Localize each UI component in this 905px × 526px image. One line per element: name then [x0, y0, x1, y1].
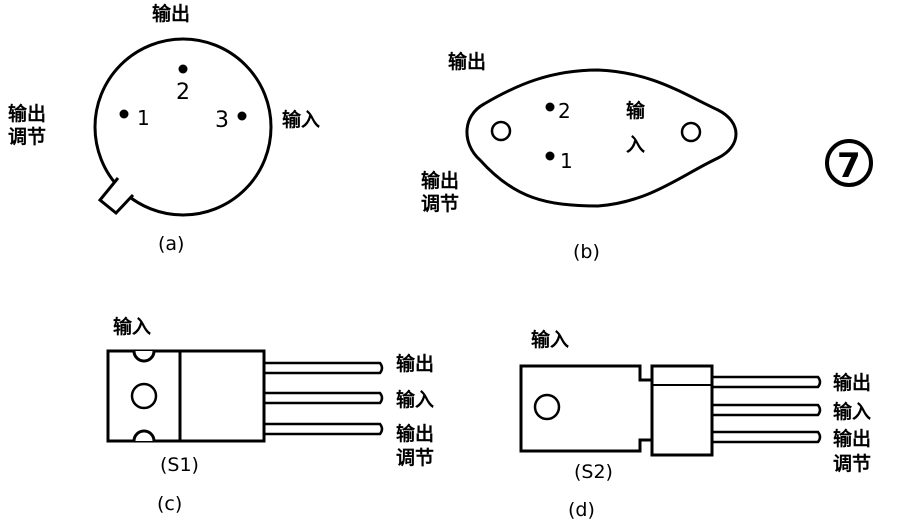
package-c-notch-top	[132, 350, 156, 363]
package-a-pin2-dot	[178, 64, 188, 74]
package-a-pin1-dot	[119, 109, 129, 119]
package-b-right-label-2: 入	[626, 134, 645, 156]
package-b-pin2-label: 2	[558, 99, 571, 123]
package-d-pin-top-label: 输出	[833, 371, 871, 394]
package-d: 输入 输出 输入 输出 调节 (S2) (d)	[519, 328, 871, 521]
package-c-lead-top	[264, 361, 384, 375]
package-b-caption: (b)	[573, 241, 600, 263]
package-c-caption: (c)	[157, 493, 182, 515]
package-d-lead-bottom	[712, 430, 822, 444]
package-a-pin3-dot	[237, 111, 247, 121]
package-a-top-label: 输出	[152, 2, 190, 25]
package-b-pin1-label: 1	[560, 149, 573, 173]
package-d-mount-hole	[533, 393, 561, 421]
package-d-body	[650, 364, 714, 457]
package-c-body	[106, 349, 266, 443]
package-a-left-label-2: 调节	[8, 126, 46, 148]
package-a-pin1-label: 1	[137, 106, 150, 130]
package-b: 2 1 输出 输 入 输出 调节 (b)	[421, 50, 738, 263]
package-b-bottom-label-1: 输出	[421, 169, 459, 192]
package-c-mount-hole	[130, 382, 158, 410]
package-c-pin-bottom-label-2: 调节	[396, 447, 434, 469]
package-d-caption: (d)	[568, 499, 595, 521]
badge-ring	[825, 139, 873, 187]
package-b-mount-hole-right	[680, 121, 702, 143]
badge-number: 7	[837, 146, 861, 186]
package-a: 2 1 3 输出 输出 调节 输入 (a)	[8, 2, 320, 255]
package-d-sub-label: (S2)	[574, 461, 613, 483]
package-b-top-label: 输出	[448, 50, 486, 73]
package-a-caption: (a)	[158, 233, 184, 255]
package-d-tab	[519, 364, 654, 453]
package-d-pin-bottom-label-2: 调节	[833, 453, 871, 475]
package-b-bottom-label-2: 调节	[421, 193, 459, 215]
package-a-tab	[97, 177, 135, 216]
package-b-body	[465, 68, 738, 208]
package-b-pin2-dot	[545, 102, 555, 112]
package-c-pin-top-label: 输出	[396, 352, 434, 375]
package-d-pin-mid-label: 输入	[833, 400, 871, 423]
package-d-top-label: 输入	[531, 328, 569, 351]
package-c-lead-mid	[264, 391, 384, 405]
package-a-pin3-label: 3	[215, 108, 229, 133]
package-c-sub-label: (S1)	[160, 454, 199, 476]
package-a-body	[93, 37, 273, 217]
package-d-lead-mid	[712, 403, 822, 417]
package-a-right-label: 输入	[282, 108, 320, 131]
package-c-pin-mid-label: 输入	[396, 388, 434, 411]
package-c-pin-bottom-label-1: 输出	[396, 422, 434, 445]
package-d-pin-bottom-label-1: 输出	[833, 427, 871, 450]
package-d-lead-top	[712, 375, 822, 389]
package-b-right-label-1: 输	[626, 99, 646, 122]
package-c: 输入 输出 输入 输出 调节 (S1) (c)	[106, 315, 434, 515]
package-d-leads	[712, 375, 822, 444]
package-c-leads	[264, 361, 384, 436]
package-a-left-label-1: 输出	[8, 102, 46, 125]
package-c-top-label: 输入	[113, 315, 151, 338]
figure-number-badge: 7	[825, 139, 873, 187]
package-c-lead-bottom	[264, 422, 384, 436]
package-a-pin2-label: 2	[176, 80, 190, 105]
package-b-pin1-dot	[545, 151, 555, 161]
package-b-mount-hole-left	[490, 120, 512, 142]
package-c-notch-bottom	[132, 429, 156, 442]
